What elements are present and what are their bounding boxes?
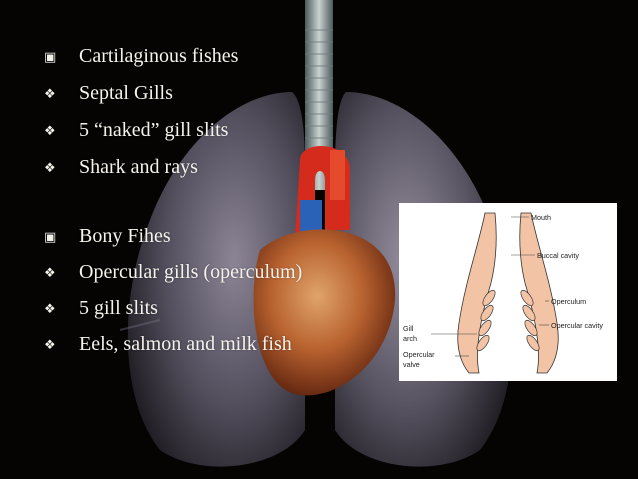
bullet-heading-text: Bony Fihes (79, 224, 171, 247)
square-bullet-icon: ▣ (44, 48, 57, 64)
diamond-bullet-icon: ❖ (44, 300, 56, 316)
label-valve: valve (403, 360, 420, 369)
diamond-bullet-icon: ❖ (44, 122, 56, 138)
bullet-text: Septal Gills (79, 81, 173, 104)
bullet-septal-gills: ❖ Septal Gills (44, 78, 173, 108)
heading-bony-fishes: ▣ Bony Fihes (44, 221, 171, 251)
label-mouth: Mouth (531, 213, 551, 222)
label-arch: arch (403, 334, 417, 343)
bullet-heading-text: Cartilaginous fishes (79, 44, 239, 67)
gill-diagram-drawing: Mouth Buccal cavity Operculum Opercular … (403, 212, 603, 374)
diamond-bullet-icon: ❖ (44, 85, 56, 101)
bullet-5-gill-slits: ❖ 5 gill slits (44, 293, 158, 323)
diamond-bullet-icon: ❖ (44, 336, 56, 352)
gill-diagram: Mouth Buccal cavity Operculum Opercular … (399, 203, 617, 381)
bullet-text: Opercular gills (operculum) (79, 260, 303, 283)
bullet-text: 5 gill slits (79, 296, 158, 319)
diamond-bullet-icon: ❖ (44, 159, 56, 175)
bullet-naked-gill-slits: ❖ 5 “naked” gill slits (44, 115, 228, 145)
bullet-opercular-gills: ❖ Opercular gills (operculum) (44, 257, 302, 287)
label-buccal-cavity: Buccal cavity (537, 251, 579, 260)
bullet-eels-salmon-milkfish: ❖ Eels, salmon and milk fish (44, 329, 292, 359)
label-opercular-cavity: Opercular cavity (551, 321, 603, 330)
bullet-text: 5 “naked” gill slits (79, 118, 229, 141)
heading-cartilaginous-fishes: ▣ Cartilaginous fishes (44, 41, 238, 71)
label-operculum: Operculum (551, 297, 586, 306)
label-opercular: Opercular (403, 350, 435, 359)
label-gill: Gill (403, 324, 414, 333)
bullet-text: Eels, salmon and milk fish (79, 332, 292, 355)
bullet-shark-and-rays: ❖ Shark and rays (44, 152, 198, 182)
bullet-text: Shark and rays (79, 155, 198, 178)
square-bullet-icon: ▣ (44, 228, 57, 244)
diamond-bullet-icon: ❖ (44, 264, 56, 280)
